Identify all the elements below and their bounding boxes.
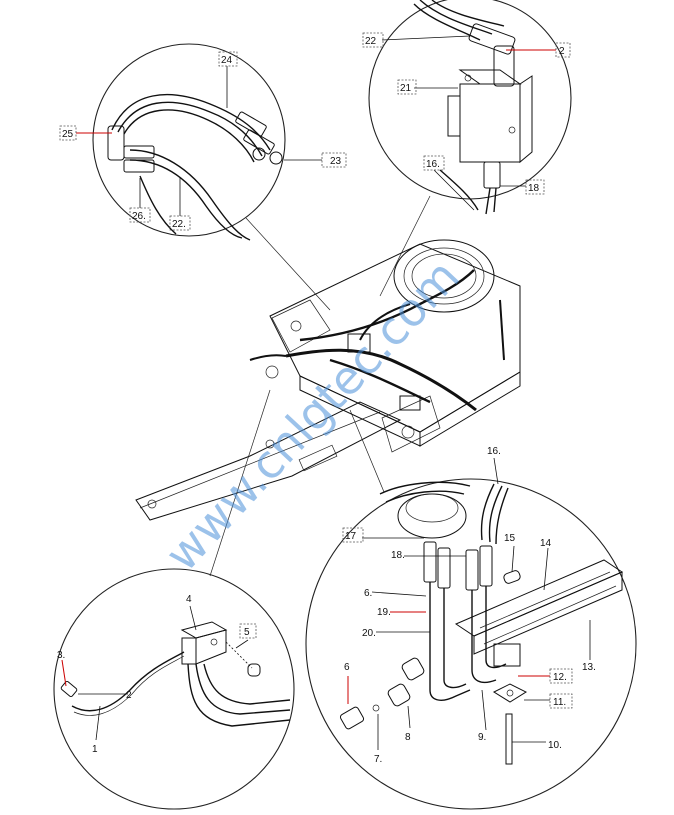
- callout-2-bottom: 2: [126, 690, 132, 701]
- callout-22-top-right: 22: [365, 36, 377, 47]
- callout-11: 11.: [553, 697, 566, 708]
- detail-circle-bottom-right: 16. 17 18. 6. 19. 20. 6 7. 8 9. 15 14 12…: [305, 446, 637, 810]
- callout-3: 3.: [57, 650, 65, 661]
- callout-25: 25: [62, 129, 74, 140]
- detail-circle-top-left: 24 25 23 26. 22.: [59, 43, 347, 241]
- valve-block-small: [180, 621, 228, 665]
- callout-6-lower: 6: [344, 662, 350, 673]
- machine-frame-assembly: [135, 195, 521, 577]
- callout-18-bottom: 18.: [391, 550, 405, 561]
- callout-26: 26.: [132, 211, 146, 222]
- callout-5: 5: [244, 627, 250, 638]
- callout-18-top: 18: [528, 183, 540, 194]
- callout-7: 7.: [374, 754, 382, 765]
- callout-16-top: 16.: [426, 159, 440, 170]
- callout-19: 19.: [377, 607, 391, 618]
- callout-20: 20.: [362, 628, 376, 639]
- callout-22-top-left: 22.: [172, 219, 186, 230]
- detail-circle-bottom-left: 4 5 3. 2 1: [53, 568, 295, 810]
- detail-circle-top-right: 22 2 21 16. 18: [362, 0, 572, 215]
- callout-1: 1: [92, 744, 98, 755]
- callout-10: 10.: [548, 740, 562, 751]
- callout-24: 24: [221, 55, 233, 66]
- callout-6-upper: 6.: [364, 588, 372, 599]
- valve-block: [447, 69, 533, 164]
- callout-12: 12.: [553, 672, 567, 683]
- callout-17: 17: [345, 531, 357, 542]
- callout-21: 21: [400, 83, 412, 94]
- callout-16-bottom: 16.: [487, 446, 501, 457]
- callout-8: 8: [405, 732, 411, 743]
- callout-9: 9.: [478, 732, 486, 743]
- callout-23: 23: [330, 156, 342, 167]
- callout-14: 14: [540, 538, 552, 549]
- hose-fitting: [107, 111, 283, 173]
- callout-15: 15: [504, 533, 516, 544]
- callout-13: 13.: [582, 662, 596, 673]
- callout-4: 4: [186, 594, 192, 605]
- callout-2-top-right: 2: [559, 46, 565, 57]
- watermark-text: www.cnlgtec.com: [155, 249, 470, 581]
